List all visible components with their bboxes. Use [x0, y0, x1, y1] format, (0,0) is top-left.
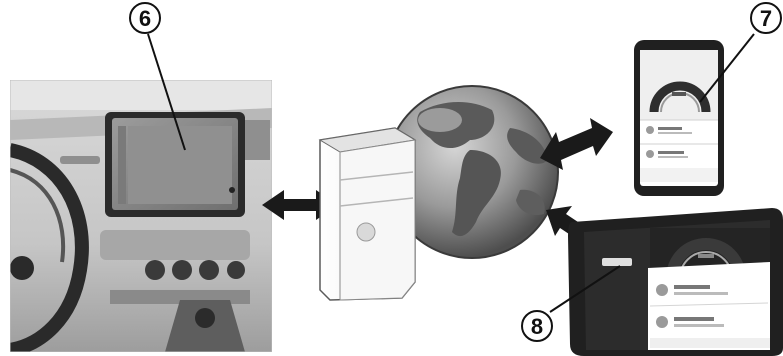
tablet-icon: [568, 208, 783, 356]
server-tower-icon: [320, 128, 415, 300]
car-dashboard-illustration: [10, 80, 272, 352]
callout-6-label: 6: [139, 6, 151, 31]
smartphone-icon: [634, 40, 724, 196]
double-arrow-icon: [540, 118, 613, 170]
car-infotainment-screen: [105, 112, 245, 217]
callout-7-label: 7: [760, 6, 772, 31]
callout-8-label: 8: [531, 314, 543, 339]
